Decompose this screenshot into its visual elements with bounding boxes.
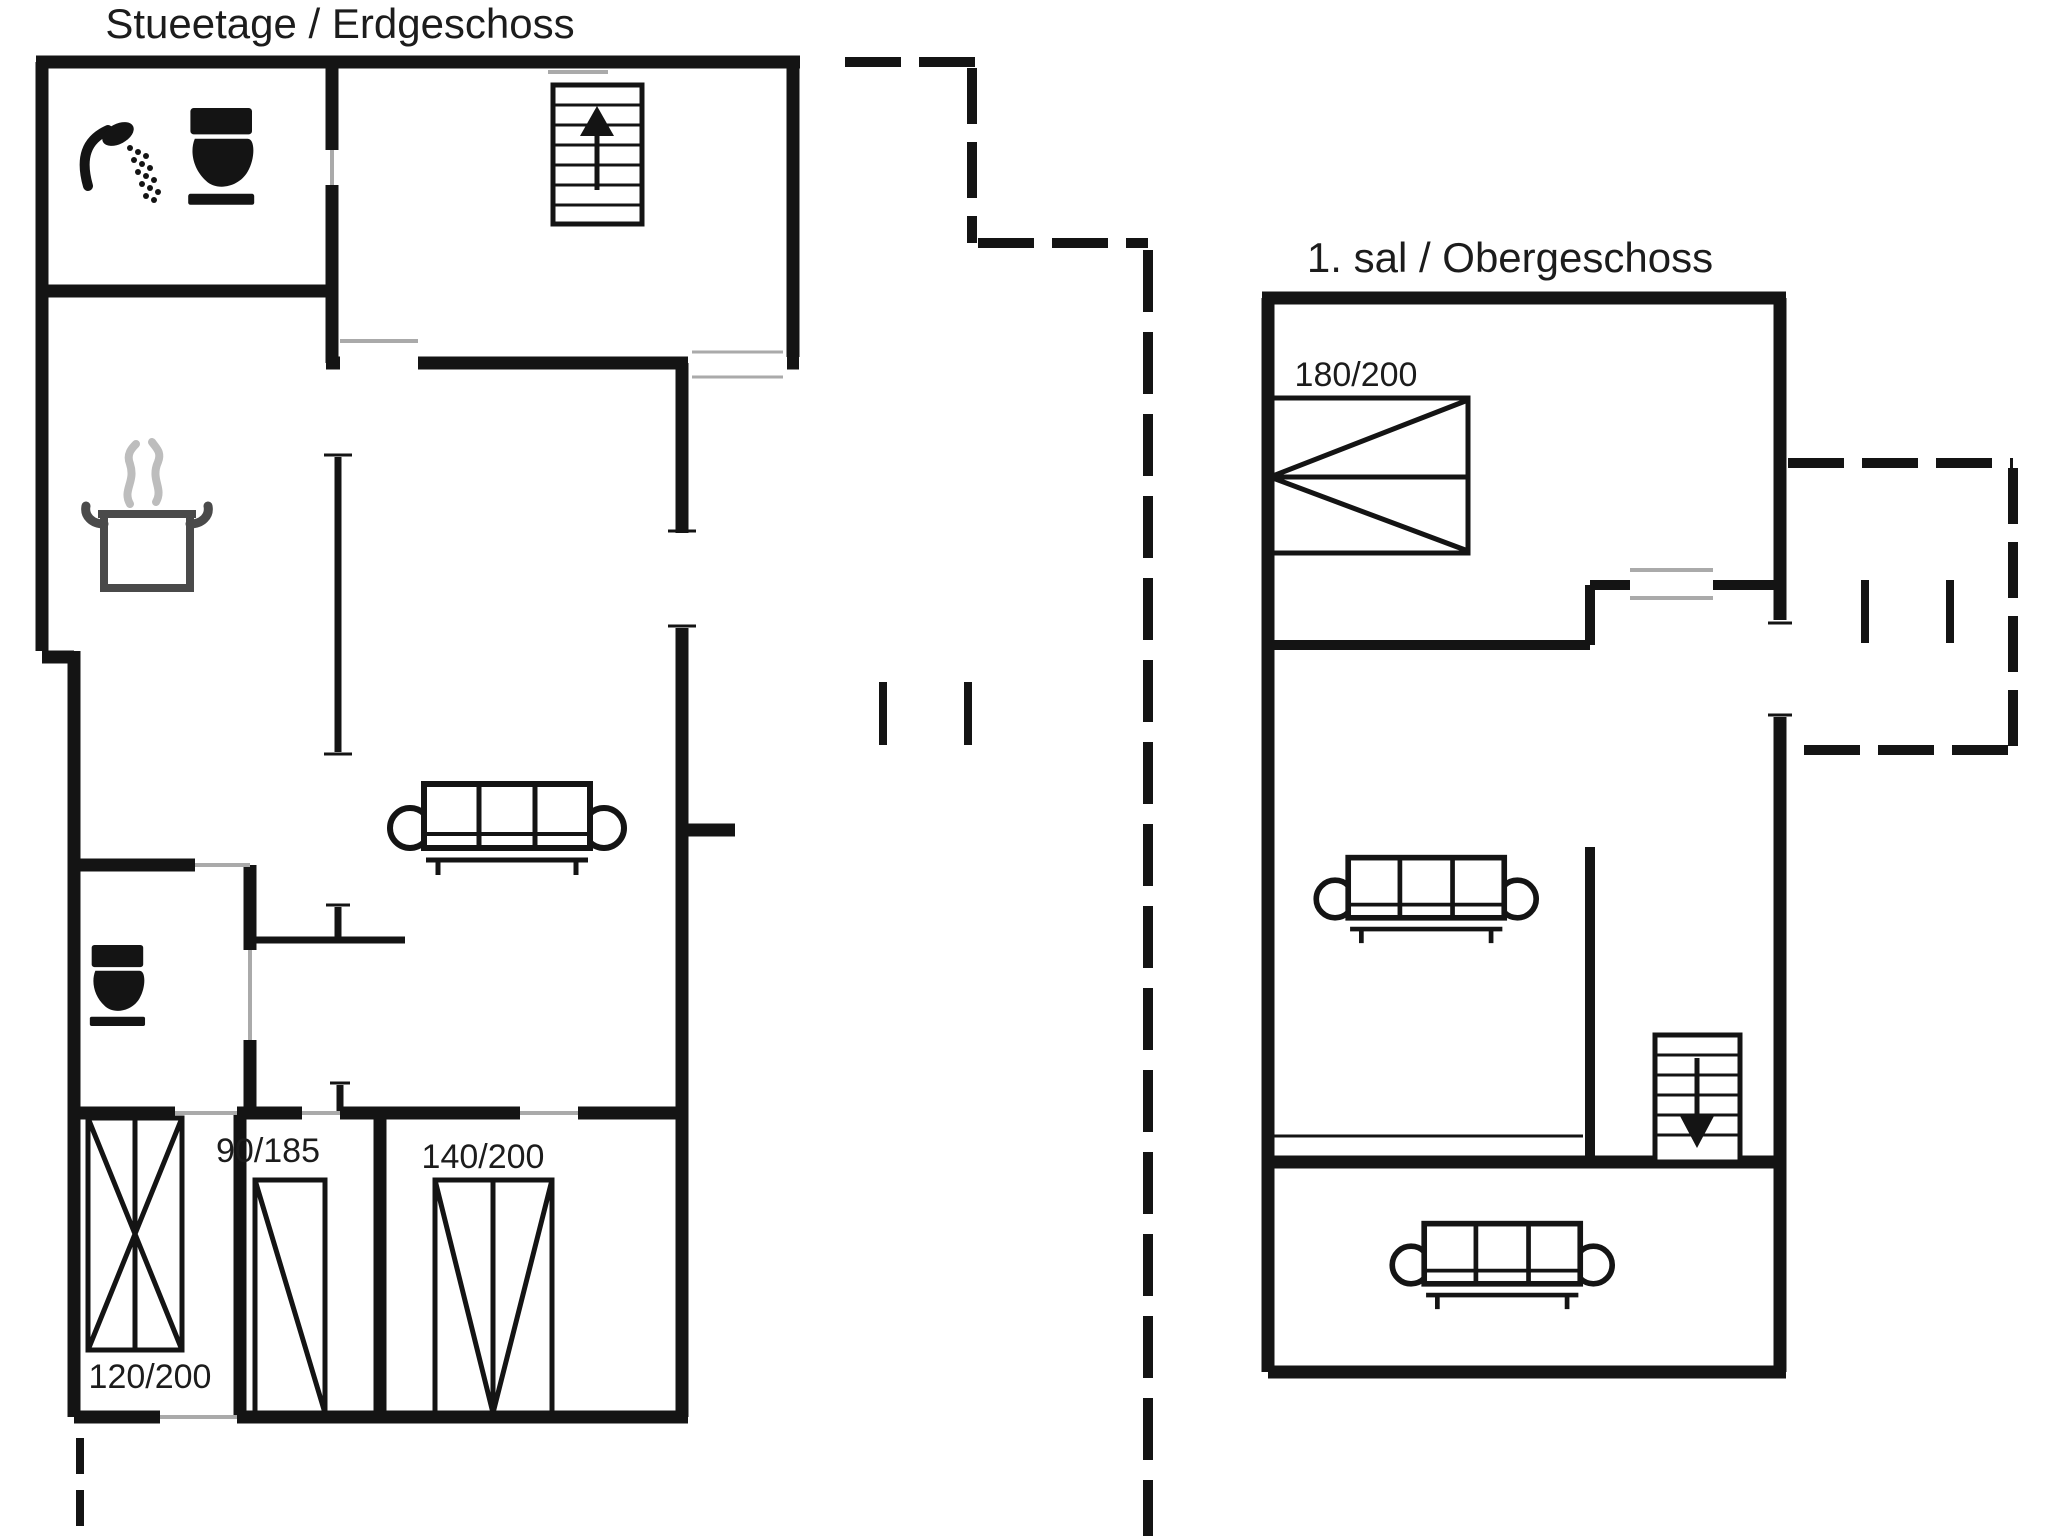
window-lines: [692, 350, 783, 379]
toilet-icon: [89, 945, 146, 1026]
sofa-icon: [390, 784, 624, 875]
bed-symbol-120x200: 120/200: [85, 1115, 212, 1396]
stairs-up-icon: [550, 82, 645, 227]
sofa-icon: [1392, 1224, 1612, 1310]
ground-floor-title: Stueetage / Erdgeschoss: [105, 0, 574, 47]
terrace-opening-marks: [879, 682, 972, 745]
steam-lines: [123, 440, 140, 508]
bed-label: 120/200: [89, 1358, 212, 1396]
door-opening-lines: [1630, 568, 1713, 600]
upper-floor-title: 1. sal / Obergeschoss: [1307, 234, 1713, 281]
toilet-icon: [188, 108, 255, 205]
upper-floor-interior-walls: [1268, 580, 1780, 1162]
bed-symbol-140x200: 140/200: [422, 1138, 555, 1416]
wall-end-caps: [1268, 621, 1792, 1138]
ground-floor-walls: [35, 55, 800, 1424]
ground-floor-interior-walls: [255, 457, 405, 1113]
upper-floor-plan: 1. sal / Obergeschoss 180/200: [1261, 234, 2018, 1379]
sofa-icon: [1316, 858, 1536, 944]
cooking-pot-icon: [81, 438, 213, 592]
bed-label: 140/200: [422, 1138, 545, 1176]
bed-symbol-180x200: 180/200: [1267, 356, 1471, 556]
bed-symbol-90x185: 90/185: [216, 1132, 328, 1416]
balcony-opening-marks: [1861, 580, 1954, 643]
balcony-outline-dashed: [1788, 458, 2018, 755]
bed-label: 90/185: [216, 1132, 320, 1170]
stairs-down-icon: [1652, 1032, 1743, 1165]
shower-icon: [79, 122, 161, 203]
ground-floor-plan: Stueetage / Erdgeschoss: [35, 0, 1153, 1536]
wall-end-caps: [324, 453, 696, 1085]
bed-label: 180/200: [1295, 356, 1418, 394]
upper-floor-walls: [1261, 291, 1787, 1379]
terrace-outline-dashed: [845, 57, 1148, 248]
door-opening-lines: [160, 70, 608, 1419]
